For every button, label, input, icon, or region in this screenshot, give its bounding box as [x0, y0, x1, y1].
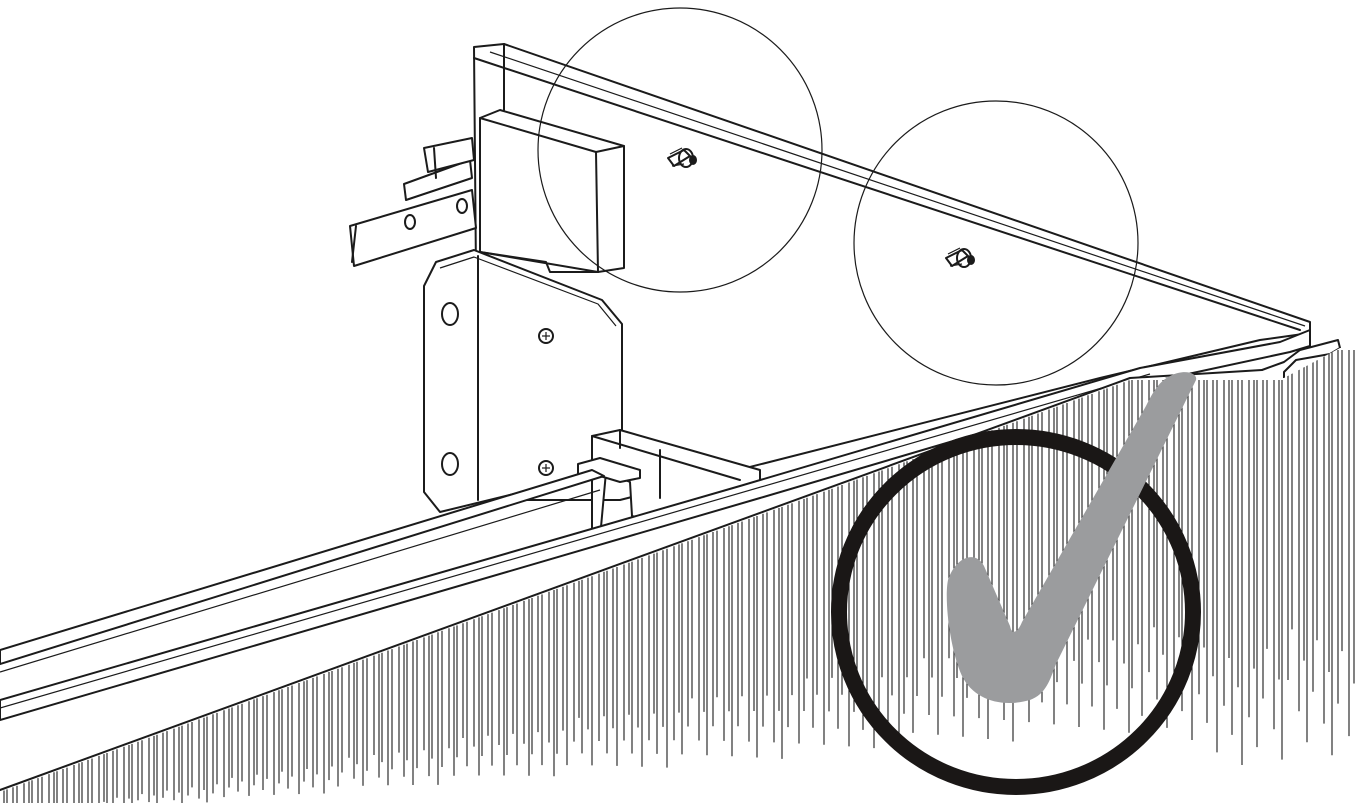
screw-icon [667, 147, 697, 168]
front-panel-top-rails [0, 329, 1341, 721]
spacer-block [479, 109, 625, 273]
screw-icon [945, 247, 975, 268]
bracket-screw-bottom-icon [538, 460, 554, 476]
checkmark-in-circle-icon [831, 372, 1201, 795]
check-stroke [946, 372, 1197, 703]
screw-callout-left [537, 7, 823, 293]
bracket-screw-top-icon [538, 328, 554, 344]
side-rail [349, 137, 477, 267]
check-ring [831, 429, 1201, 795]
top-channel [577, 429, 761, 541]
screw-callout-right [853, 100, 1139, 386]
